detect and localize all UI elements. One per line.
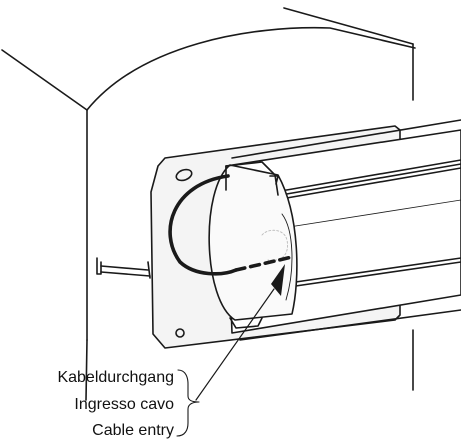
bracket-hole-top (175, 168, 193, 182)
bracket-hole-bottom (175, 328, 185, 338)
label-german: Kabeldurchgang (57, 369, 174, 386)
cable-entry-hole (261, 229, 288, 261)
wall-hook (96, 257, 151, 279)
callout-arrowhead (271, 264, 285, 296)
wall-outline (1, 7, 416, 401)
cable (168, 174, 294, 276)
label-italian: Ingresso cavo (74, 396, 174, 413)
callout-brace (176, 369, 200, 437)
label-english: Cable entry (92, 422, 174, 439)
callout-labels: Kabeldurchgang Ingresso cavo Cable entry (57, 369, 174, 439)
callout-pointer (195, 264, 285, 401)
